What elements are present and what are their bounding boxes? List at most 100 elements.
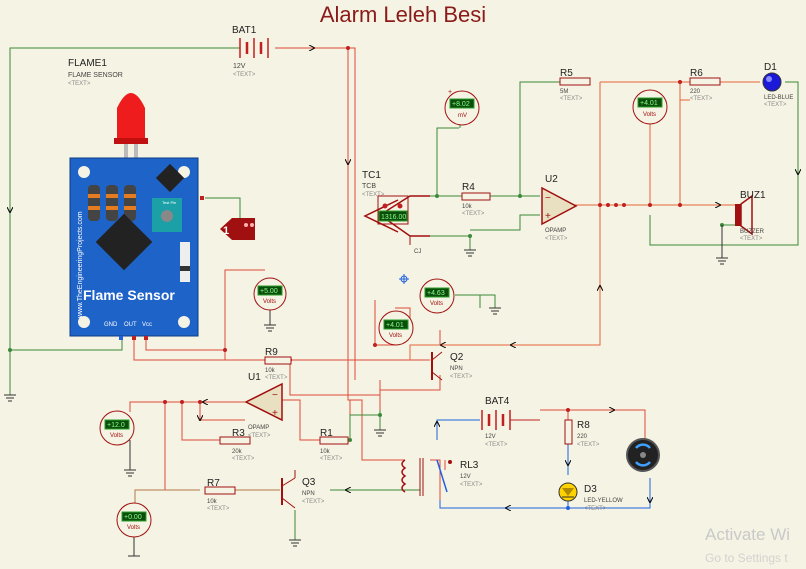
rl3-placeholder: <TEXT> [460,482,483,488]
u2-value: OPAMP [545,228,566,234]
meter-left-unit: Volts [110,433,123,439]
bat1-ref: BAT1 [232,25,257,36]
r1-placeholder: <TEXT> [320,456,343,462]
resistor-r9[interactable]: R9 10k <TEXT> [264,347,292,381]
bat4-placeholder: <TEXT> [485,442,508,448]
u1-ref: U1 [248,372,261,383]
logic-probe[interactable]: 1 [220,218,255,240]
rl3-value: 12V [460,474,471,480]
crosshair-icon [399,274,409,284]
relay-rl3[interactable]: RL3 12V <TEXT> [401,458,483,496]
buz1-ref: BUZ1 [740,190,766,201]
meter-out[interactable]: +4.01 Volts [632,89,668,125]
meter-mv1[interactable]: +8.02 mV + [444,89,480,126]
r1-value: 10k [320,449,331,455]
sensor-board-title: Flame Sensor [83,287,175,303]
r6-ref: R6 [690,68,703,79]
r8-placeholder: <TEXT> [577,442,600,448]
sensor-test-label: Test Pin [162,200,176,205]
tc1-cj: CJ [414,249,421,255]
pin-gnd-label: GND [104,322,118,328]
u1-value: OPAMP [248,425,269,431]
svg-text:−: − [545,193,551,204]
d3-ref: D3 [584,484,597,495]
q3-value: NPN [302,491,315,497]
resistor-r3[interactable]: R3 20k <TEXT> [219,428,255,462]
bat4-value: 12V [485,434,496,440]
d1-value: LED-BLUE [764,95,793,101]
buz1-placeholder: <TEXT> [740,236,763,242]
pin-vcc-label: Vcc [142,322,152,328]
flame1-placeholder: <TEXT> [68,81,91,87]
meter-left[interactable]: +12.0 Volts [99,410,135,446]
q2-placeholder: <TEXT> [450,374,473,380]
watermark-line1: Activate Wi [705,525,791,544]
meter-mid[interactable]: +4.63 Volts [419,278,455,314]
ground-icon [264,324,276,332]
meter-sensor-unit: Volts [263,299,276,305]
wire-u1 [129,400,351,491]
transistor-q3[interactable]: Q3 NPN <TEXT> [281,470,325,509]
r6-placeholder: <TEXT> [690,96,713,102]
resistor-r5[interactable]: R5 5M <TEXT> [559,68,591,102]
wire-u2-output [409,81,760,360]
svg-text:−: − [272,390,278,401]
r7-value: 10k [207,499,218,505]
ground-icon [464,249,476,257]
r4-placeholder: <TEXT> [462,211,485,217]
meter-sensor[interactable]: +5.00 Volts [253,277,287,311]
wire-q2 [289,300,441,410]
motor-fan-icon[interactable] [626,438,660,472]
meter-mid-unit: Volts [430,301,443,307]
battery-bat4[interactable]: BAT4 12V <TEXT> [481,396,540,448]
r5-placeholder: <TEXT> [560,96,583,102]
buzzer-buz1[interactable]: BUZ1 BUZZER <TEXT> [735,190,766,242]
meter-bottom[interactable]: +0.00 Volts [116,502,152,557]
flame-led-icon [117,93,145,140]
svg-text:+: + [448,89,452,96]
r5-ref: R5 [560,68,573,79]
resistor-r6[interactable]: R6 220 <TEXT> [689,68,721,102]
battery-bat1[interactable]: BAT1 12V <TEXT> [232,25,269,78]
flame-sensor-module[interactable]: FLAME1 FLAME SENSOR <TEXT> Test Pin Flam… [68,58,204,340]
d3-placeholder: <TEXT> [584,506,607,512]
svg-text:+: + [272,408,278,419]
transistor-q2[interactable]: Q2 NPN <TEXT> [431,351,473,381]
wire-d1-return [649,81,798,258]
q2-ref: Q2 [450,352,464,363]
resistor-r1[interactable]: R1 10k <TEXT> [319,428,349,462]
meter-bottom-value: +0.00 [124,514,142,521]
buz1-value: BUZZER [740,229,765,235]
rl3-ref: RL3 [460,460,479,471]
probe-value: 1 [223,225,229,237]
opamp-u1[interactable]: − + U1 OPAMP <TEXT> [244,372,283,439]
ground-icon [374,429,386,437]
resistor-r7[interactable]: R7 10k <TEXT> [204,478,236,512]
r8-value: 220 [577,434,588,440]
r7-ref: R7 [207,478,220,489]
led-d1-blue[interactable]: D1 LED-BLUE <TEXT> [762,62,793,108]
meter-q2[interactable]: +4.01 Volts [378,310,414,346]
r3-value: 20k [232,449,243,455]
led-d3-yellow[interactable]: D3 LED-YELLOW <TEXT> [558,482,623,512]
ground-icon [4,394,16,402]
ground-symbols [4,225,728,547]
resistor-r4[interactable]: R4 10k <TEXT> [461,182,491,217]
thermocouple-tc1[interactable]: TC1 TCB <TEXT> 1316.00 CJ [362,170,430,255]
wire-battery-left [10,47,240,350]
ground-icon [289,539,301,547]
resistor-r8[interactable]: R8 220 <TEXT> [564,419,600,448]
meter-q2-value: +4.01 [386,322,404,329]
u2-placeholder: <TEXT> [545,236,568,242]
flame1-value: FLAME SENSOR [68,72,123,79]
wire-bat4-red [540,410,646,440]
r3-placeholder: <TEXT> [232,456,255,462]
r5-value: 5M [560,89,568,95]
wire-battery-positive [275,48,363,440]
flame1-ref: FLAME1 [68,58,107,69]
meter-sensor-value: +5.00 [260,288,278,295]
ground-icon [124,469,136,477]
u2-ref: U2 [545,174,558,185]
opamp-u2[interactable]: − + U2 OPAMP <TEXT> [541,174,578,242]
